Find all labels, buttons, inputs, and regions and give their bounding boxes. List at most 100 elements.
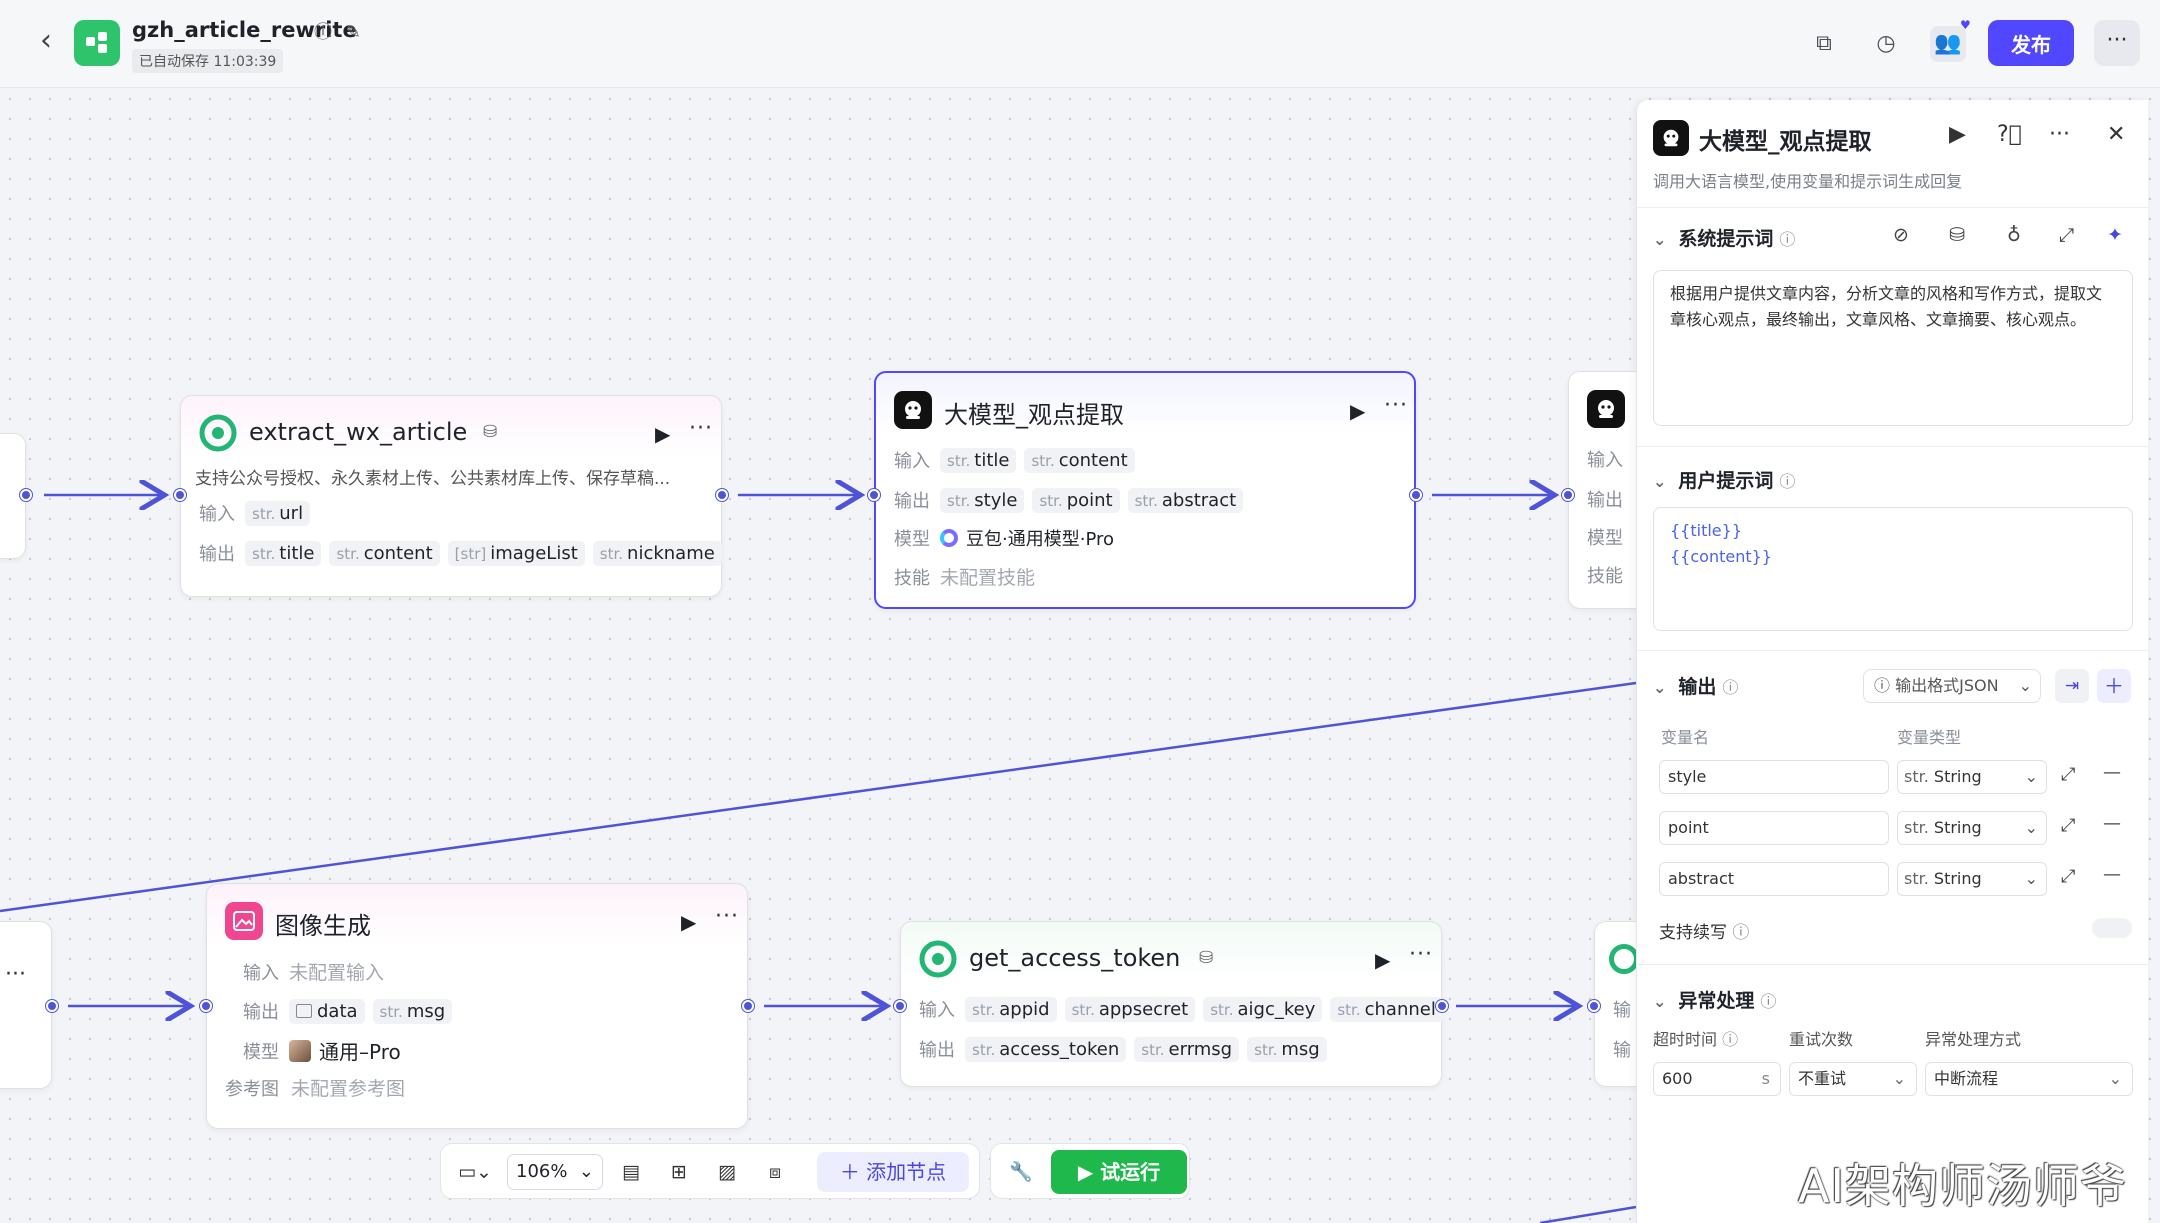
input-port[interactable] xyxy=(174,489,186,501)
output-port[interactable] xyxy=(716,489,728,501)
collaborators-icon[interactable]: 👥 xyxy=(1930,26,1966,62)
zoom-select[interactable]: 106%⌄ xyxy=(507,1154,603,1190)
chip-type: str. xyxy=(1254,1040,1278,1059)
user-prompt-input[interactable]: {{title}} {{content}} xyxy=(1653,507,2133,631)
remove-icon[interactable]: — xyxy=(2103,762,2121,783)
info-icon[interactable]: ⓘ xyxy=(1722,1030,1739,1049)
node-more-icon[interactable]: ··· xyxy=(715,904,739,929)
comment-icon[interactable]: ▤ xyxy=(622,1161,640,1183)
var-name-input[interactable]: style xyxy=(1659,760,1889,794)
close-icon[interactable]: ✕ xyxy=(2107,122,2126,147)
chip-access-token: str.access_token xyxy=(965,1036,1127,1062)
help-icon[interactable]: ?⃝ xyxy=(1997,122,2022,147)
layout-select-icon[interactable]: ▭⌄ xyxy=(458,1161,492,1183)
info-icon[interactable]: ⓘ xyxy=(314,22,332,43)
chip-content: str.content xyxy=(329,540,440,566)
var-type-select[interactable]: str. String⌄ xyxy=(1897,862,2047,896)
remove-icon[interactable]: — xyxy=(2103,864,2121,885)
input-port[interactable] xyxy=(1588,1000,1600,1012)
minimap-icon[interactable]: ⧈ xyxy=(768,1161,782,1183)
info-icon[interactable]: ⓘ xyxy=(1760,992,1777,1011)
output-format-select[interactable]: ⓘ 输出格式JSON⌄ xyxy=(1863,669,2041,703)
skill-label: 技能 xyxy=(894,567,930,589)
history-icon[interactable]: ◷ xyxy=(1876,31,1896,56)
node-image-generation[interactable]: 图像生成 ▶ ··· 输入 未配置输入 输出 data str.msg 模型 通… xyxy=(206,883,748,1129)
run-node-icon[interactable]: ▶ xyxy=(681,910,697,934)
more-icon[interactable]: ··· xyxy=(2049,122,2070,147)
var-name-input[interactable]: abstract xyxy=(1659,862,1889,896)
var-type-select[interactable]: str. String⌄ xyxy=(1897,811,2047,845)
lightbulb-icon[interactable]: ♁ xyxy=(2007,224,2021,246)
stream-toggle[interactable] xyxy=(2092,918,2132,938)
wrench-icon[interactable]: 🔧 xyxy=(1009,1161,1033,1183)
chip-type: str. xyxy=(599,544,624,563)
publish-button[interactable]: 发布 xyxy=(1988,20,2074,66)
output-port[interactable] xyxy=(46,1000,58,1012)
add-variable-button[interactable]: ＋ xyxy=(2097,669,2131,703)
chip-name: appid xyxy=(999,998,1050,1020)
output-port[interactable] xyxy=(1436,1000,1448,1012)
add-node-label: 添加节点 xyxy=(866,1160,947,1184)
timeout-unit: s xyxy=(1761,1069,1770,1088)
trial-run-button[interactable]: ▶ 试运行 xyxy=(1051,1150,1187,1194)
model-name: 豆包·通用模型·Pro xyxy=(966,529,1114,550)
compass-icon[interactable]: ⊘ xyxy=(1893,224,1909,246)
node-extract-wx-article[interactable]: extract_wx_article ⛁ ▶ ··· 支持公众号授权、永久素材上… xyxy=(180,395,722,597)
chip-type: str. xyxy=(1134,491,1158,510)
node-get-access-token[interactable]: get_access_token ⛁ ▶ ··· 输入 str.appid st… xyxy=(900,921,1443,1087)
more-options-button[interactable]: ··· xyxy=(2094,20,2140,66)
magic-wand-icon[interactable]: ✦ xyxy=(2107,224,2123,246)
input-port[interactable] xyxy=(200,1000,212,1012)
node-ref-row: 参考图 未配置参考图 xyxy=(225,1074,405,1101)
info-icon[interactable]: ⓘ xyxy=(1732,923,1750,943)
run-icon[interactable]: ▶ xyxy=(1949,122,1966,147)
expand-icon[interactable]: ⤢ xyxy=(2059,224,2075,246)
output-port[interactable] xyxy=(742,1000,754,1012)
expand-icon[interactable]: ⤢ xyxy=(2061,866,2076,887)
node-title: 图像生成 xyxy=(275,912,371,940)
expand-icon[interactable]: ⤢ xyxy=(2061,815,2076,836)
var-name-input[interactable]: point xyxy=(1659,811,1889,845)
grid-layout-icon[interactable]: ⊞ xyxy=(671,1161,687,1183)
add-node-button[interactable]: ＋ 添加节点 xyxy=(817,1152,969,1192)
chip-type: str. xyxy=(252,544,276,563)
info-icon[interactable]: ⓘ xyxy=(1722,678,1739,697)
copy-icon[interactable]: ⧉ xyxy=(1816,31,1832,56)
run-node-icon[interactable]: ▶ xyxy=(1350,399,1366,423)
chip-type: [str] xyxy=(454,544,487,563)
library-icon[interactable]: ⛁ xyxy=(1949,224,1965,246)
retry-select[interactable]: 不重试⌄ xyxy=(1789,1062,1917,1096)
back-arrow-icon[interactable]: ‹ xyxy=(40,23,52,58)
partial-node-left-bottom[interactable]: ··· xyxy=(0,921,52,1089)
error-method-select[interactable]: 中断流程⌄ xyxy=(1925,1062,2133,1096)
chip-name: content xyxy=(1058,449,1128,471)
node-llm-viewpoint[interactable]: 大模型_观点提取 ▶ ··· 输入 str.title str.content … xyxy=(874,371,1416,609)
node-more-icon[interactable]: ··· xyxy=(1409,942,1433,967)
node-more-icon[interactable]: ··· xyxy=(5,962,26,987)
system-prompt-input[interactable]: 根据用户提供文章内容，分析文章的风格和写作方式，提取文章核心观点，最终输出，文章… xyxy=(1653,270,2133,426)
info-icon[interactable]: ⓘ xyxy=(1779,230,1796,249)
panel-title: 大模型_观点提取 xyxy=(1699,129,1872,155)
import-json-icon[interactable]: ⇥ xyxy=(2055,669,2089,703)
var-type-select[interactable]: str. String⌄ xyxy=(1897,760,2047,794)
output-port[interactable] xyxy=(20,489,32,501)
run-node-icon[interactable]: ▶ xyxy=(655,422,671,446)
input-port[interactable] xyxy=(894,1000,906,1012)
node-more-icon[interactable]: ··· xyxy=(1384,393,1408,418)
node-more-icon[interactable]: ··· xyxy=(689,416,713,441)
run-node-icon[interactable]: ▶ xyxy=(1375,948,1391,972)
input-port[interactable] xyxy=(1562,489,1574,501)
remove-icon[interactable]: — xyxy=(2103,813,2121,834)
chip-name: url xyxy=(279,502,304,524)
expand-icon[interactable]: ⤢ xyxy=(2061,764,2076,785)
output-port[interactable] xyxy=(1410,489,1422,501)
edit-icon[interactable]: ✎ xyxy=(345,22,361,43)
info-icon[interactable]: ⓘ xyxy=(1779,472,1796,491)
input-port[interactable] xyxy=(868,489,880,501)
image-icon[interactable]: ▨ xyxy=(718,1161,736,1183)
